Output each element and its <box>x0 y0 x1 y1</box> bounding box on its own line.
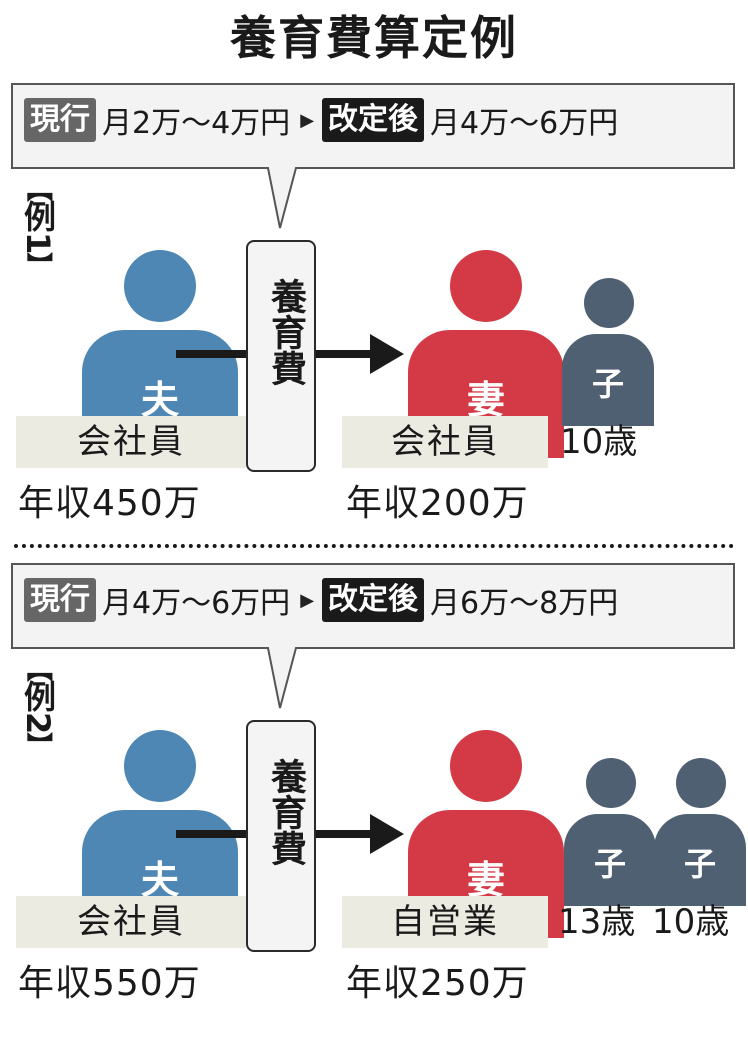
child-glyph: 子 <box>654 814 746 906</box>
revised-badge: 改定後 <box>322 578 425 622</box>
current-badge: 現行 <box>24 578 96 622</box>
child-support-label: 養育費 <box>265 758 306 866</box>
child-support-box: 養育費 <box>246 240 316 472</box>
person-head-icon <box>586 758 636 808</box>
wife-income: 年収200万 <box>346 483 529 524</box>
person-head-icon <box>584 278 634 328</box>
amount-callout: 現行 月4万～6万円 ▶ 改定後 月6万～8万円 <box>10 562 736 709</box>
wife-job: 自営業 <box>342 896 548 948</box>
arrow-head-icon <box>370 334 404 374</box>
dotted-divider <box>14 544 734 548</box>
revised-amount: 月4万～6万円 <box>430 106 619 141</box>
person-head-icon <box>676 758 726 808</box>
arrow-head-icon <box>370 814 404 854</box>
amount-callout: 現行 月2万～4万円 ▶ 改定後 月4万～6万円 <box>10 82 736 229</box>
connector-line <box>316 350 376 358</box>
arrow-right-icon: ▶ <box>300 109 315 131</box>
arrow-right-icon: ▶ <box>300 589 315 611</box>
person-head-icon <box>124 250 196 322</box>
child-age: 10歳 <box>560 422 638 462</box>
current-amount: 月2万～4万円 <box>102 106 291 141</box>
husband-income: 年収450万 <box>18 483 201 524</box>
child-glyph: 子 <box>562 334 654 426</box>
child-support-box: 養育費 <box>246 720 316 952</box>
husband-income: 年収550万 <box>18 963 201 1004</box>
connector-line <box>176 350 248 358</box>
current-badge: 現行 <box>24 98 96 142</box>
wife-job: 会社員 <box>342 416 548 468</box>
example-label: 【 例1 】 <box>19 175 57 279</box>
example-2: 現行 月4万～6万円 ▶ 改定後 月6万～8万円 【 例2 】 夫 養育費 妻 … <box>0 562 748 1042</box>
child-glyph: 子 <box>564 814 656 906</box>
revised-badge: 改定後 <box>322 98 425 142</box>
child-age: 10歳 <box>652 902 730 942</box>
revised-amount: 月6万～8万円 <box>430 586 619 621</box>
husband-job: 会社員 <box>16 896 246 948</box>
connector-line <box>176 830 248 838</box>
husband-job: 会社員 <box>16 416 246 468</box>
person-head-icon <box>450 730 522 802</box>
wife-income: 年収250万 <box>346 963 529 1004</box>
person-head-icon <box>450 250 522 322</box>
callout-bubble <box>11 563 735 709</box>
example-1: 現行 月2万～4万円 ▶ 改定後 月4万～6万円 【 例1 】 夫 養育費 妻 … <box>0 82 748 562</box>
callout-bubble <box>11 83 735 229</box>
child-support-label: 養育費 <box>265 278 306 386</box>
example-label: 【 例2 】 <box>19 655 57 759</box>
connector-line <box>316 830 376 838</box>
current-amount: 月4万～6万円 <box>102 586 291 621</box>
page-title: 養育費算定例 <box>230 11 518 65</box>
child-age: 13歳 <box>558 902 636 942</box>
person-head-icon <box>124 730 196 802</box>
